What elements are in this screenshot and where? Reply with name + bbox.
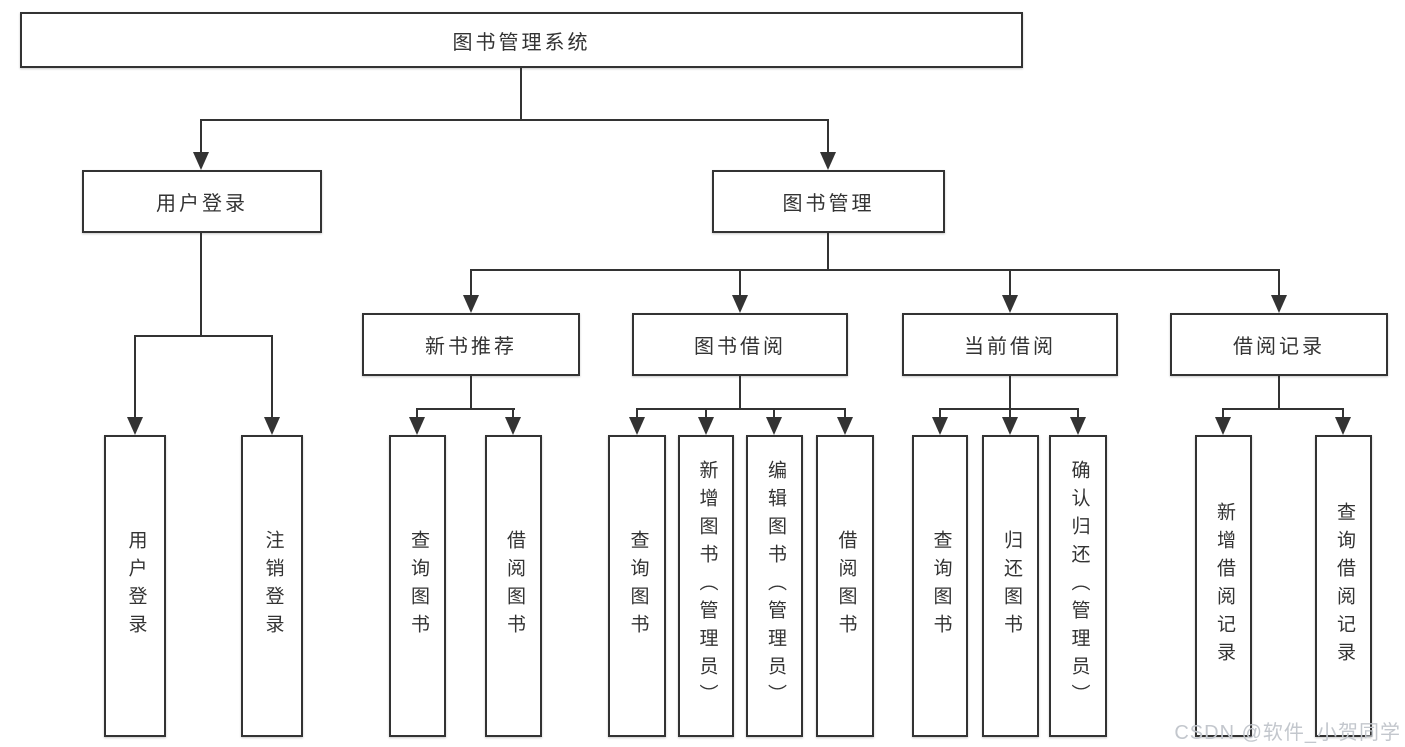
connector-vline [1009, 269, 1011, 298]
leaf-borrow-books-borrowing: 借阅图书 [816, 435, 874, 737]
connector-vline [512, 408, 514, 420]
leaf-logout: 注销登录 [241, 435, 303, 737]
connector-hline [200, 119, 829, 121]
leaf-query-books-current: 查询图书 [912, 435, 968, 737]
node-book-management: 图书管理 [712, 170, 945, 233]
arrowhead-icon [127, 417, 143, 435]
connector-vline [844, 408, 846, 420]
connector-vline [827, 119, 829, 155]
connector-hline [1222, 408, 1344, 410]
connector-vline [1222, 408, 1224, 420]
connector-vline [134, 335, 136, 418]
leaf-user-login: 用户登录 [104, 435, 166, 737]
leaf-label: 查询图书 [407, 530, 429, 642]
leaf-return-books: 归还图书 [982, 435, 1039, 737]
arrowhead-icon [698, 417, 714, 435]
connector-hline [416, 408, 515, 410]
connector-hline [636, 408, 846, 410]
arrowhead-icon [1335, 417, 1351, 435]
arrowhead-icon [1002, 295, 1018, 313]
leaf-query-borrow-record: 查询借阅记录 [1315, 435, 1372, 737]
connector-vline [1278, 376, 1280, 408]
arrowhead-icon [1215, 417, 1231, 435]
arrowhead-icon [820, 152, 836, 170]
connector-vline [470, 376, 472, 408]
connector-vline [739, 269, 741, 298]
arrowhead-icon [193, 152, 209, 170]
node-borrowing-records: 借阅记录 [1170, 313, 1388, 376]
connector-vline [1009, 376, 1011, 408]
arrowhead-icon [1070, 417, 1086, 435]
node-user-login-group: 用户登录 [82, 170, 322, 233]
connector-vline [1009, 408, 1011, 420]
connector-vline [939, 408, 941, 420]
arrowhead-icon [1002, 417, 1018, 435]
arrowhead-icon [463, 295, 479, 313]
leaf-label: 查询借阅记录 [1333, 502, 1355, 670]
leaf-label: 注销登录 [262, 530, 284, 642]
connector-vline [200, 119, 202, 155]
connector-vline [1342, 408, 1344, 420]
connector-vline [1278, 269, 1280, 298]
leaf-label: 用户登录 [125, 530, 147, 642]
leaf-borrow-books-recommend: 借阅图书 [485, 435, 542, 737]
leaf-query-books-borrowing: 查询图书 [608, 435, 666, 737]
leaf-query-books-recommend: 查询图书 [389, 435, 446, 737]
arrowhead-icon [409, 417, 425, 435]
leaf-confirm-return-admin: 确认归还（管理员） [1049, 435, 1107, 737]
connector-hline [470, 269, 1280, 271]
leaf-label: 查询图书 [627, 530, 649, 642]
connector-vline [739, 376, 741, 408]
arrowhead-icon [629, 417, 645, 435]
leaf-label: 新增借阅记录 [1213, 502, 1235, 670]
arrowhead-icon [1271, 295, 1287, 313]
connector-vline [520, 68, 522, 119]
leaf-edit-book-admin: 编辑图书（管理员） [746, 435, 803, 737]
leaf-label: 新增图书（管理员） [696, 460, 718, 712]
arrowhead-icon [766, 417, 782, 435]
leaf-label: 借阅图书 [503, 530, 525, 642]
leaf-label: 查询图书 [930, 530, 952, 642]
arrowhead-icon [264, 417, 280, 435]
leaf-label: 归还图书 [1000, 530, 1022, 642]
arrowhead-icon [932, 417, 948, 435]
leaf-add-book-admin: 新增图书（管理员） [678, 435, 734, 737]
leaf-label: 编辑图书（管理员） [764, 460, 786, 712]
connector-vline [827, 233, 829, 269]
leaf-label: 确认归还（管理员） [1068, 460, 1090, 712]
connector-vline [773, 408, 775, 420]
leaf-label: 借阅图书 [835, 530, 857, 642]
leaf-add-borrow-record: 新增借阅记录 [1195, 435, 1252, 737]
arrowhead-icon [732, 295, 748, 313]
connector-vline [1077, 408, 1079, 420]
watermark: CSDN @软件_小贺同学 [1174, 722, 1401, 744]
connector-vline [271, 335, 273, 418]
connector-vline [636, 408, 638, 420]
connector-hline [134, 335, 273, 337]
arrowhead-icon [837, 417, 853, 435]
connector-vline [470, 269, 472, 298]
connector-vline [416, 408, 418, 420]
node-new-book-recommend: 新书推荐 [362, 313, 580, 376]
node-library-system: 图书管理系统 [20, 12, 1023, 68]
arrowhead-icon [505, 417, 521, 435]
connector-vline [705, 408, 707, 420]
connector-vline [200, 233, 202, 335]
node-book-borrowing: 图书借阅 [632, 313, 848, 376]
node-current-borrowing: 当前借阅 [902, 313, 1118, 376]
